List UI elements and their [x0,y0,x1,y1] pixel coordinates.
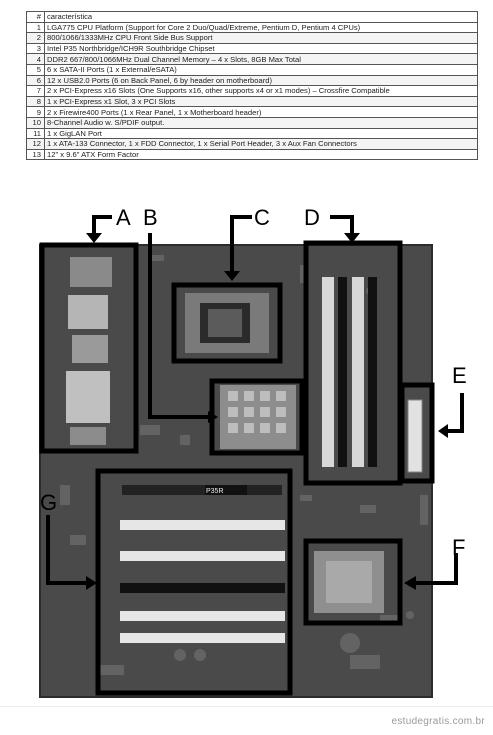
arrow-d [330,215,354,235]
row-feature: 2 x PCI-Express x16 Slots (One Supports … [44,85,478,97]
footer-divider [0,706,493,707]
label-f: F [452,535,465,560]
label-c: C [254,205,270,230]
row-number: 3 [26,42,45,55]
label-e: E [452,363,467,388]
arrow-g [46,515,88,585]
region-labels: A B C D E F G [40,205,467,560]
label-g: G [40,490,57,515]
region-c-box [171,282,283,364]
row-number: 7 [26,85,45,97]
region-outlines [39,240,435,696]
row-number: 4 [26,53,45,65]
region-f-box [303,538,403,626]
row-number: 6 [26,74,45,87]
arrow-e [446,393,464,433]
row-feature: DDR2 667/800/1066MHz Dual Channel Memory… [44,53,478,65]
region-g-box [95,468,293,696]
row-feature: 12 x USB2.0 Ports (6 on Back Panel, 6 by… [44,74,478,87]
motherboard-diagram: P35R A B C D E [39,205,467,698]
row-feature: 12" x 9.6" ATX Form Factor [44,148,478,161]
cpu-socket [185,293,269,353]
memory-slots [322,277,377,467]
row-feature: 8-Channel Audio w. S/PDIF output. [44,116,478,129]
column-header-number: # [26,11,45,23]
row-feature: Intel P35 Northbridge/ICH9R Southbridge … [44,42,478,55]
row-feature: 800/1066/1333MHz CPU Front Side Bus Supp… [44,32,478,44]
row-number: 1 [26,21,45,34]
row-number: 2 [26,32,45,44]
southbridge-chip [314,551,384,613]
board-model-print: P35R [206,488,224,495]
region-d-box [303,240,403,486]
region-a-box [39,242,139,454]
northbridge-heatsink [220,385,296,449]
pointer-arrows [46,215,464,585]
arrow-b [148,233,210,419]
row-feature: LGA775 CPU Platform (Support for Core 2 … [44,21,478,34]
arrow-c [230,215,252,273]
row-feature: 1 x ATA-133 Connector, 1 x FDD Connector… [44,138,478,150]
board-components [60,255,428,675]
row-number: 5 [26,63,45,76]
region-e-box [399,382,435,484]
row-number: 8 [26,95,45,108]
row-feature: 1 x GigLAN Port [44,127,478,140]
rear-io-panel [66,257,112,445]
column-header-feature: característica [44,11,478,23]
arrow-heads [86,233,448,590]
label-a: A [116,205,131,230]
row-number: 13 [26,148,45,161]
expansion-slots: P35R [120,485,285,643]
atx-power-connector [407,399,423,473]
arrow-f [414,553,458,585]
row-feature: 6 x SATA-II Ports (1 x External/eSATA) [44,63,478,76]
table-header-row: # característica [26,11,478,23]
row-number: 10 [26,116,45,129]
label-d: D [304,205,320,230]
row-feature: 2 x Firewire400 Ports (1 x Rear Panel, 1… [44,106,478,118]
row-number: 12 [26,138,45,150]
label-b: B [143,205,158,230]
row-number: 9 [26,106,45,118]
arrow-a [92,215,112,235]
site-watermark: estudegratis.com.br [391,716,485,727]
row-feature: 1 x PCI-Express x1 Slot, 3 x PCI Slots [44,95,478,108]
row-number: 11 [26,127,45,140]
